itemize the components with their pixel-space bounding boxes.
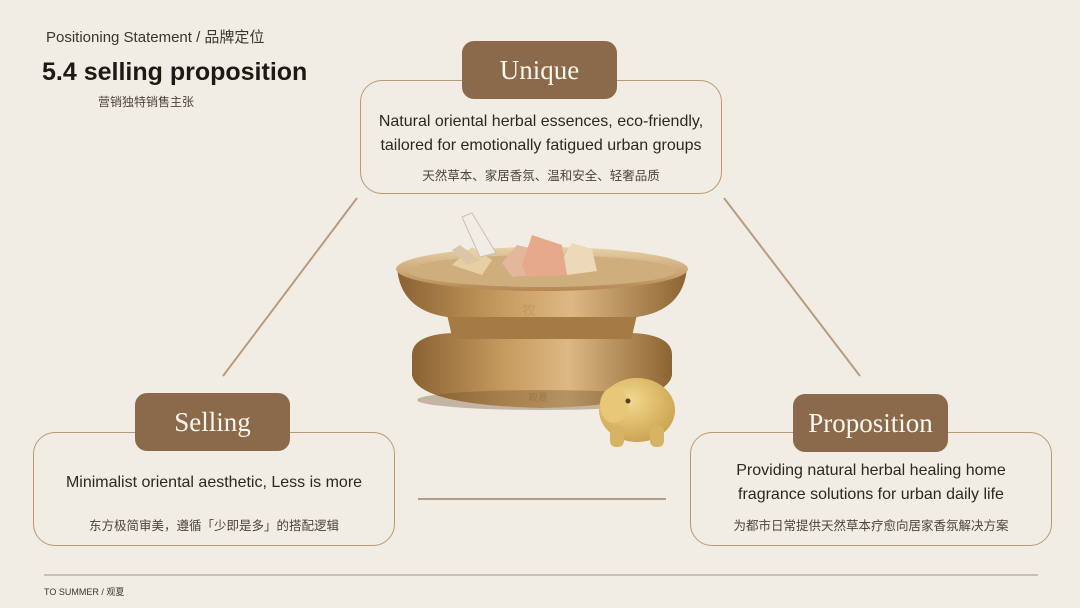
unique-card: Natural oriental herbal essences, eco-fr… [360,80,722,194]
proposition-card: Providing natural herbal healing home fr… [690,432,1052,546]
selling-card: Minimalist oriental aesthetic, Less is m… [33,432,395,546]
connector-left [222,197,358,377]
page-subtitle: 营销独特销售主张 [98,95,195,109]
selling-description-zh: 东方极简审美，遵循「少即是多」的搭配逻辑 [88,519,339,533]
selling-description-en: Minimalist oriental aesthetic, Less is m… [65,474,363,491]
selling-tag: Selling [135,393,290,451]
proposition-tag: Proposition [793,394,948,452]
unique-description-zh: 天然草本、家居香氛、温和安全、轻奢品质 [422,169,660,183]
footer-brand: TO SUMMER / 观夏 [44,587,125,597]
unique-en-line-2: tailored for emotionally fatigued urban … [380,137,702,154]
svg-text:牧: 牧 [522,303,536,319]
unique-en-line-1: Natural oriental herbal essences, eco-fr… [378,113,704,130]
proposition-description-zh: 为都市日常提供天然草本疗愈向居家香氛解决方案 [733,519,1009,533]
section-kicker: Positioning Statement / 品牌定位 [46,29,265,46]
proposition-en-line-1: Providing natural herbal healing home [736,462,1006,479]
proposition-en-line-2: fragrance solutions for urban daily life [738,486,1004,503]
page-title: 5.4 selling proposition [42,58,308,86]
footer-divider [44,574,1038,576]
product-image: 牧 观夏 [396,212,688,447]
unique-tag: Unique [462,41,617,99]
svg-text:观夏: 观夏 [528,392,548,404]
unique-description-en: Natural oriental herbal essences, eco-fr… [361,110,721,158]
proposition-description-en: Providing natural herbal healing home fr… [691,459,1051,507]
elephant-figurine [599,378,675,447]
connector-right [723,197,861,377]
